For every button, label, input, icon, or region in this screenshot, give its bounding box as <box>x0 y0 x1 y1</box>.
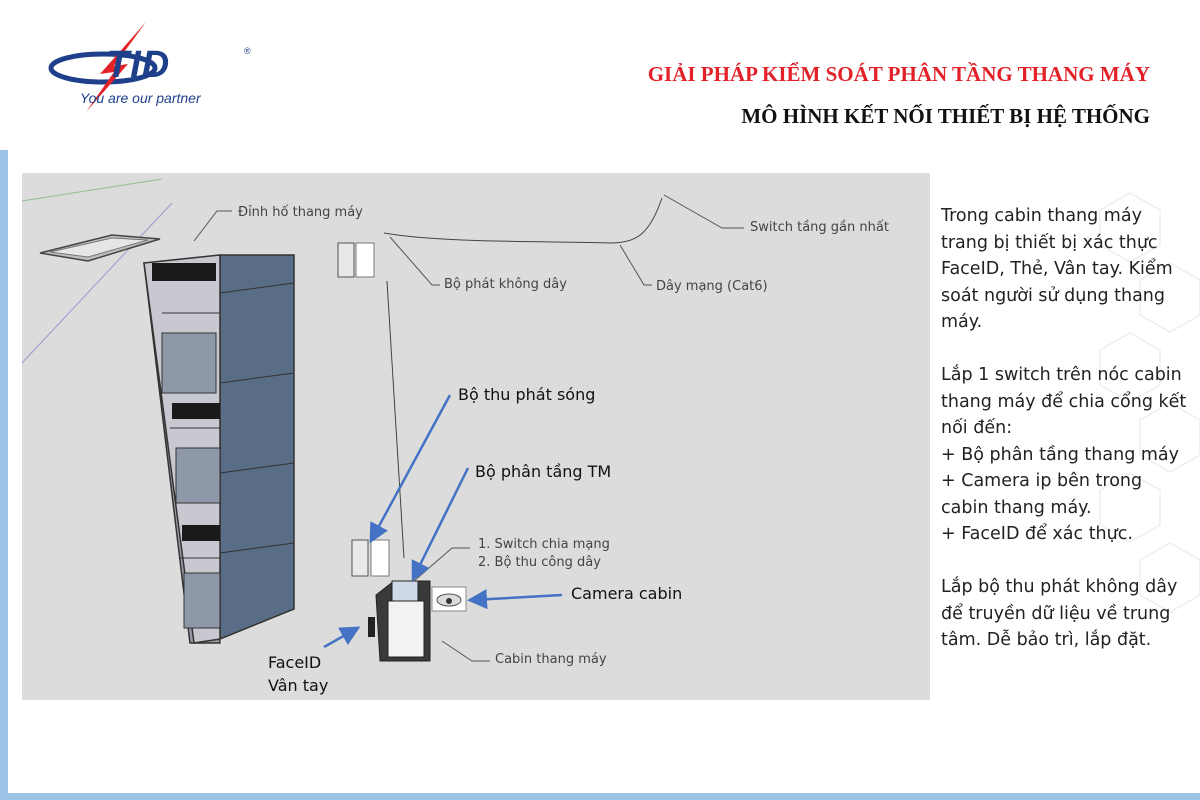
arrow-transceiver <box>369 394 452 544</box>
label-shaft-top: Đỉnh hố thang máy <box>238 205 363 220</box>
logo-wordmark: TID <box>106 44 171 86</box>
arrow-floor-controller <box>411 467 470 582</box>
tid-logo <box>48 22 268 112</box>
elevator-shaft <box>143 254 295 644</box>
description-panel: Trong cabin thang máy trang bị thiết bị … <box>930 173 1200 700</box>
logo-tagline: You are our partner <box>80 90 201 106</box>
slide-header: TID ® You are our partner GIẢI PHÁP KIỂM… <box>8 0 1200 160</box>
shaft-cover-inner <box>49 237 149 258</box>
slide-subtitle: MÔ HÌNH KẾT NỐI THIẾT BỊ HỆ THỐNG <box>741 104 1150 128</box>
hexagon-pattern-icon <box>1099 192 1200 613</box>
label-floor-controller: Bộ phân tầng TM <box>475 462 612 481</box>
slide-title: GIẢI PHÁP KIỂM SOÁT PHÂN TẦNG THANG MÁY <box>647 62 1150 86</box>
network-cable <box>383 197 663 244</box>
ground-line <box>22 178 163 202</box>
frame-left-border <box>0 150 8 800</box>
logo-swoosh-icon <box>48 22 158 112</box>
label-wireless-transmitter: Bộ phát không dây <box>444 277 567 292</box>
diagram-drawing <box>22 178 744 662</box>
label-switch-nearest: Switch tầng gần nhất <box>750 220 889 235</box>
label-fingerprint: Vân tay <box>268 676 329 695</box>
label-network-cable: Dây mạng (Cat6) <box>656 279 768 294</box>
wireless-transmitter-device <box>337 242 355 278</box>
description-text: Trong cabin thang máy trang bị thiết bị … <box>941 206 1187 650</box>
camera-device <box>431 586 467 612</box>
ground-line-2 <box>22 202 173 364</box>
arrow-camera <box>467 589 563 610</box>
label-transceiver: Bộ thu phát sóng <box>458 385 596 404</box>
arrow-faceid <box>323 626 361 649</box>
frame-bottom-border <box>0 793 1200 800</box>
label-wired-receiver: 2. Bộ thu công dây <box>478 555 601 570</box>
logo-registered-mark: ® <box>244 46 251 56</box>
label-cabin: Cabin thang máy <box>495 652 607 667</box>
label-faceid: FaceID <box>268 653 322 672</box>
system-diagram: Đỉnh hố thang máy Switch tầng gần nhất B… <box>22 173 930 700</box>
vertical-cable <box>386 280 405 559</box>
elevator-cabin <box>368 580 431 662</box>
transceiver-device <box>351 539 369 577</box>
label-camera-cabin: Camera cabin <box>571 584 683 603</box>
label-switch-split: 1. Switch chia mạng <box>478 537 610 552</box>
